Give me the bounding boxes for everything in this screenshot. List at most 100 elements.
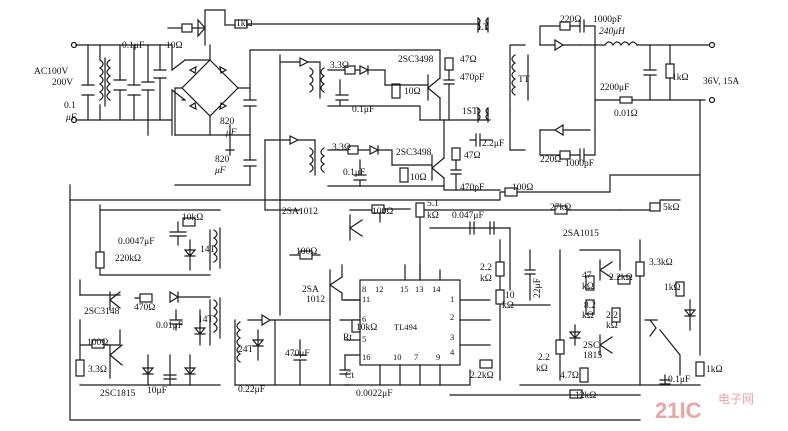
label-r22k-e: 2.2kΩ (470, 371, 494, 381)
driver-upper (279, 49, 491, 123)
label-q-2sa1015: 2SA1015 (563, 229, 599, 239)
watermark-text: 电子网 (718, 392, 754, 406)
label-pin15: 15 (400, 284, 409, 294)
resistor-1k-c (675, 281, 685, 297)
label-r1k-out: 1kΩ (672, 73, 689, 83)
label-q-2sc1815b: 2SC (583, 341, 599, 351)
label-pin9: 9 (436, 352, 440, 362)
label-r51k-unit: kΩ (427, 211, 439, 221)
label-pin6: 6 (362, 314, 366, 324)
label-c00022: 0.0022μF (356, 389, 393, 399)
label-r10k-c: 10 (505, 291, 515, 301)
label-c01c: 0.1μF (668, 375, 690, 385)
resistor-47k (585, 275, 595, 291)
resistor-8.2k (585, 299, 595, 315)
resistor-10k-bias (182, 217, 196, 227)
label-ac-in2: 200V (52, 78, 73, 88)
output-terminal-negative (708, 96, 716, 104)
label-c820a-unit: μF (225, 128, 237, 138)
label-r01: 0.01Ω (614, 109, 638, 119)
input-filter (70, 41, 186, 136)
label-pin7: 7 (414, 352, 418, 362)
label-r82k-unit: kΩ (582, 311, 594, 321)
label-pin3: 3 (450, 332, 454, 342)
resistor-4.7ohm (579, 367, 589, 383)
label-c0047a: 0.0047μF (118, 237, 155, 247)
resistor-3.3ohm-a (344, 65, 356, 75)
label-lt: LT (478, 23, 489, 33)
label-r10k-b: 10kΩ (356, 323, 377, 333)
label-pin1: 1 (450, 294, 454, 304)
resistor-27k (554, 205, 568, 215)
label-c820b-unit: μF (214, 166, 226, 176)
label-ac-in: AC100V (34, 67, 68, 77)
label-c470u: 470μF (285, 349, 310, 359)
label-r100a: 100Ω (512, 183, 533, 193)
label-r10b: 10Ω (410, 173, 427, 183)
tl494-chip (339, 264, 493, 386)
label-r22k-c: 2.2 (606, 311, 618, 321)
resistor-47ohm-a (444, 57, 454, 71)
label-r47: 4.7Ω (560, 371, 579, 381)
label-pin16: 16 (362, 352, 371, 362)
label-r47k-unit: kΩ (582, 282, 594, 292)
label-c820a: 820 (220, 117, 235, 127)
label-r22k-a-unit: kΩ (480, 274, 492, 284)
label-r10a: 10Ω (404, 87, 421, 97)
resistor-2.2k-b (617, 275, 631, 285)
resistor-2.2k-f (555, 339, 565, 355)
label-pin13: 13 (415, 284, 424, 294)
label-pin10: 10 (393, 352, 402, 362)
resistor-5.1k (415, 202, 425, 218)
label-r22k-d-unit: kΩ (536, 364, 548, 374)
bulk-caps (174, 49, 441, 186)
resistor-220k (95, 251, 105, 269)
label-r33a: 3.3Ω (330, 61, 349, 71)
resistor-5k (649, 202, 661, 212)
label-c1000b: 1000pF (565, 159, 594, 169)
resistor-12k (569, 389, 583, 399)
resistor-10ohm-b (399, 167, 409, 183)
resistor-100ohm-d (299, 250, 313, 260)
pnp-drivers (264, 54, 411, 316)
label-r33b: 3.3Ω (332, 143, 351, 153)
text-labels: AC100V 200V 0.1μF 0.1 μF 10Ω 1kΩ LT 820 … (34, 15, 739, 401)
label-r220b: 220Ω (540, 155, 561, 165)
label-l240: 240μH (599, 27, 626, 37)
label-pin8: 8 (362, 284, 366, 294)
label-r10k-c-unit: kΩ (502, 301, 514, 311)
label-c-in1: 0.1μF (122, 41, 144, 51)
resistor-10ohm (181, 23, 193, 33)
label-q2: 2SC3498 (396, 148, 432, 158)
resistor-10ohm-a (391, 83, 401, 99)
label-pin4: 4 (450, 347, 455, 357)
label-r1k-d: 1kΩ (706, 365, 723, 375)
label-q-2sc1815b2: 1815 (583, 351, 602, 361)
label-t1: 1ST (462, 107, 478, 117)
aux-supply (234, 299, 351, 386)
label-r5k: 5kΩ (663, 203, 680, 213)
resistor-0.01ohm (619, 96, 633, 104)
resistor-100ohm-e (91, 339, 105, 349)
label-r22k-c-unit: kΩ (606, 321, 618, 331)
label-t14: 14T (200, 245, 216, 255)
label-pin14: 14 (432, 284, 441, 294)
label-r47a: 47Ω (460, 55, 477, 65)
watermark: 21IC 电子网 (655, 392, 754, 423)
label-c22u: 22μF (533, 278, 543, 298)
label-t24: 24T (238, 345, 254, 355)
label-c10: 10μF (147, 386, 167, 396)
label-ic: TL494 (394, 322, 418, 332)
label-c2200: 2200μF (600, 83, 629, 93)
label-r1k-c: 1kΩ (664, 283, 681, 293)
resistor-47ohm-b (451, 147, 461, 161)
label-pin11: 11 (362, 294, 370, 304)
label-r12k: 12kΩ (575, 391, 596, 401)
label-q1: 2SC3498 (398, 55, 434, 65)
label-r220k: 220kΩ (115, 254, 141, 264)
output-stage (509, 19, 716, 356)
resistor-1k-d (695, 361, 705, 377)
label-r27k: 27kΩ (550, 203, 571, 213)
label-r10: 10Ω (166, 41, 183, 51)
